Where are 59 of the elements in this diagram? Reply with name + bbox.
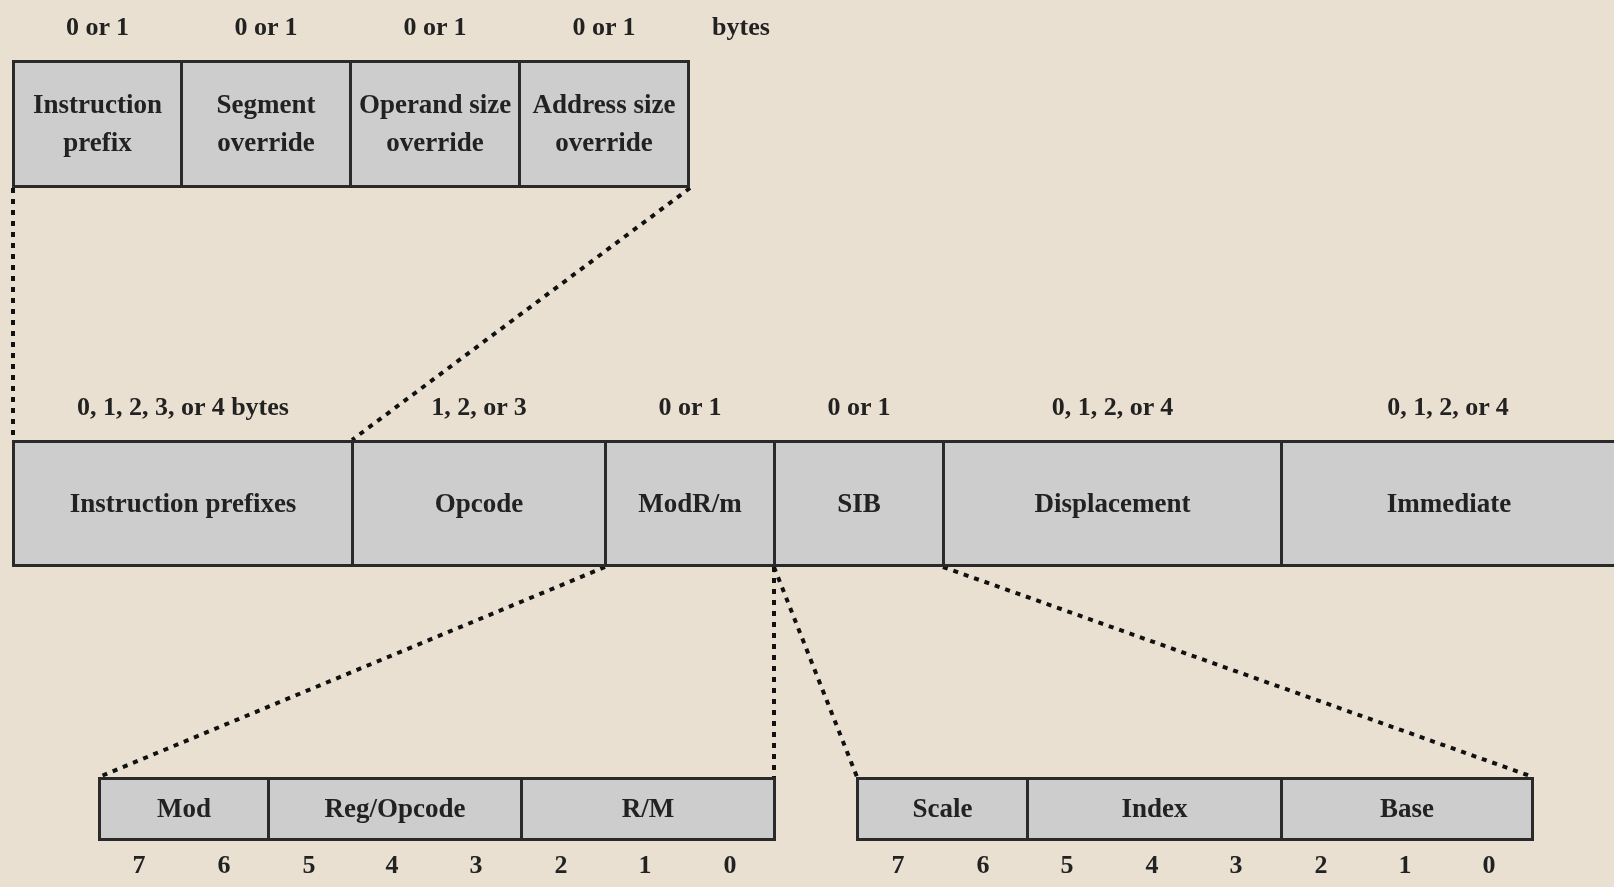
size-label: 1, 2, or 3 [431,392,527,422]
bit-number: 3 [1229,850,1243,880]
bit-number: 1 [1398,850,1412,880]
bit-number: 5 [1060,850,1074,880]
field-box [1280,777,1534,841]
size-label: 0 or 1 [403,12,467,42]
field-name: Immediate [1386,486,1512,520]
size-label: 0 or 1 [234,12,298,42]
field-box [351,440,607,567]
size-label: 0 or 1 [658,392,722,422]
field-name: Instruction prefixes [69,486,297,520]
field-name: Opcode [434,486,524,520]
field-box [12,60,183,188]
bit-number: 6 [976,850,990,880]
field-box [349,60,521,188]
bit-number: 4 [385,850,399,880]
bit-number: 3 [469,850,483,880]
field-name: Mod [157,792,211,826]
field-name: Index [1121,792,1188,826]
size-label: 0, 1, 2, or 4 [1387,392,1509,422]
field-box [518,60,690,188]
field-name: Operand size override [357,88,513,159]
field-name: Address size override [531,88,677,159]
bit-number: 1 [638,850,652,880]
bit-number: 5 [302,850,316,880]
field-box [604,440,776,567]
field-box [1280,440,1614,567]
field-box [98,777,270,841]
size-label: 0 or 1 [827,392,891,422]
bit-number: 2 [1314,850,1328,880]
unit-label: bytes [712,12,770,42]
bit-number: 7 [132,850,146,880]
field-box [12,440,354,567]
field-name: Reg/Opcode [324,792,466,826]
size-label: 0, 1, 2, or 4 [1051,392,1174,422]
bit-number: 0 [1482,850,1496,880]
field-name: Displacement [1034,486,1191,520]
field-name: Segment override [215,88,317,159]
bit-number: 4 [1145,850,1159,880]
field-name: SIB [837,486,881,520]
field-name: Base [1380,792,1434,826]
bit-number: 6 [217,850,231,880]
field-name: Instruction prefix [32,88,163,159]
size-label: 0, 1, 2, 3, or 4 bytes [77,392,289,422]
bit-number: 0 [723,850,737,880]
field-box [856,777,1029,841]
field-box [520,777,776,841]
size-label: 0 or 1 [572,12,636,42]
field-box [942,440,1283,567]
field-box [267,777,523,841]
bit-number: 7 [891,850,905,880]
field-box [180,60,352,188]
field-name: ModR/m [638,486,742,520]
field-box [1026,777,1283,841]
size-label: 0 or 1 [65,12,130,42]
field-box [773,440,945,567]
field-name: Scale [912,792,973,826]
field-name: R/M [621,792,675,826]
bit-number: 2 [554,850,568,880]
